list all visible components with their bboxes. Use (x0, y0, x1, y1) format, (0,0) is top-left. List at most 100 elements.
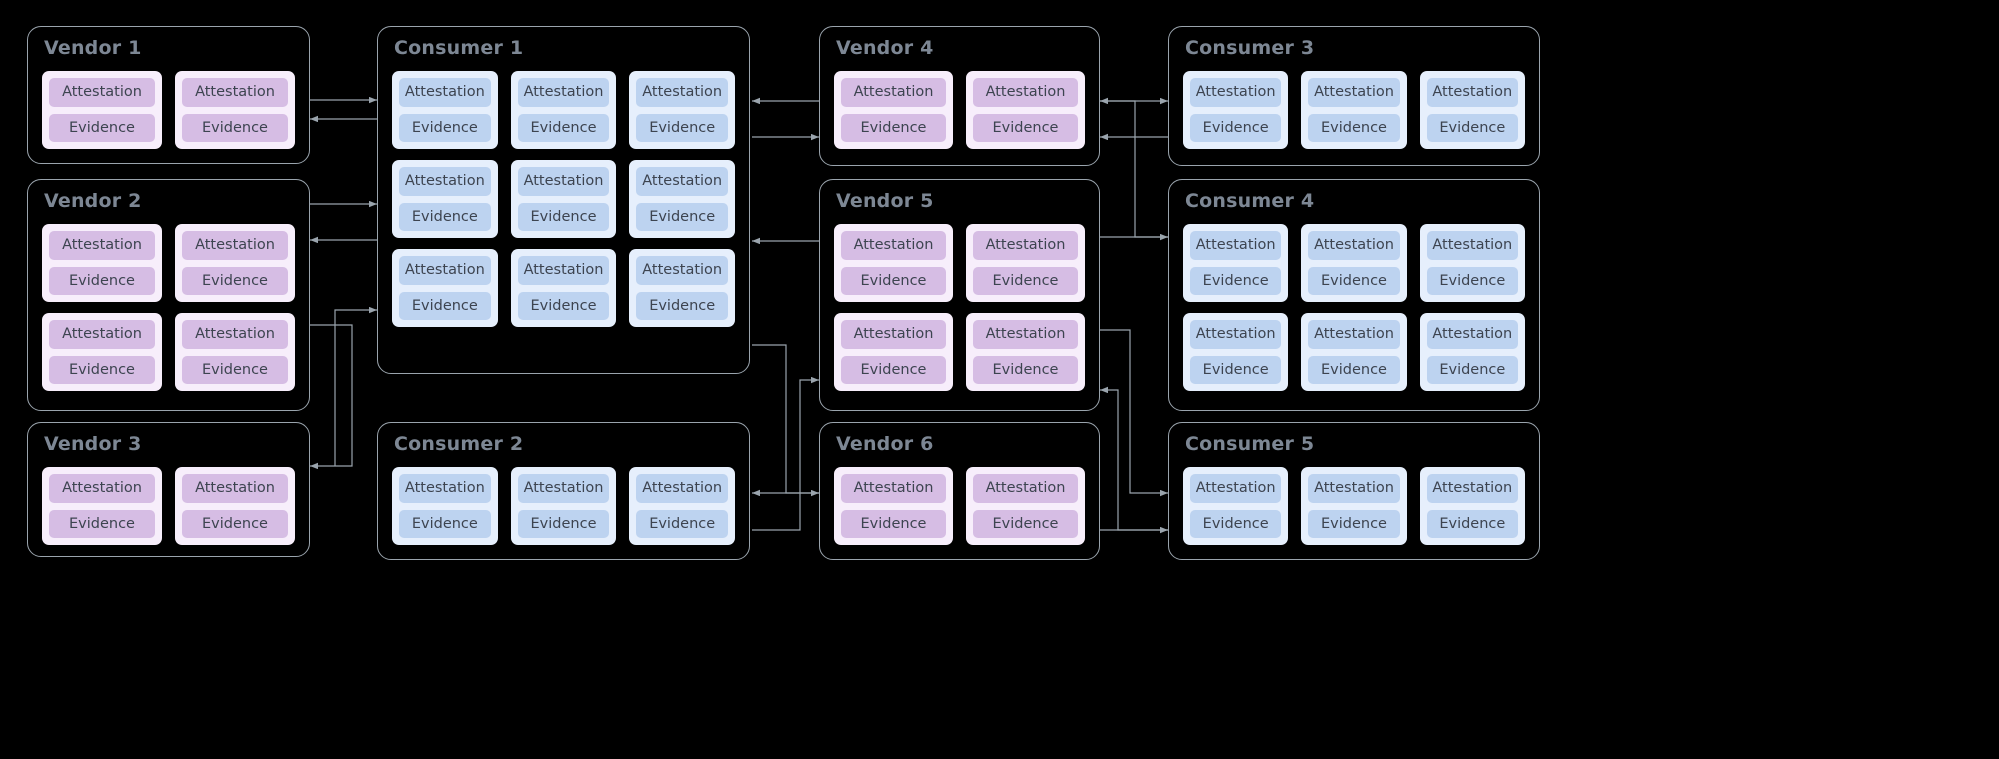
attestation-chip[interactable]: Attestation (636, 167, 729, 196)
attestation-chip[interactable]: Attestation (399, 78, 491, 107)
evidence-chip[interactable]: Evidence (182, 266, 288, 295)
attestation-chip[interactable]: Attestation (841, 474, 946, 503)
evidence-chip[interactable]: Evidence (1308, 266, 1400, 295)
evidence-chip[interactable]: Evidence (517, 202, 610, 231)
evidence-chip[interactable]: Evidence (1190, 355, 1282, 384)
evidence-chip[interactable]: Evidence (182, 113, 288, 142)
attestation-chip[interactable]: Attestation (1190, 320, 1282, 349)
evidence-chip[interactable]: Evidence (49, 355, 155, 384)
evidence-chip[interactable]: Evidence (973, 266, 1078, 295)
attestation-chip[interactable]: Attestation (973, 474, 1078, 503)
evidence-chip[interactable]: Evidence (1308, 113, 1400, 142)
evidence-chip[interactable]: Evidence (49, 113, 155, 142)
attestation-chip[interactable]: Attestation (973, 78, 1078, 107)
evidence-chip[interactable]: Evidence (49, 509, 155, 538)
attestation-chip[interactable]: Attestation (1426, 320, 1518, 349)
attestation-chip[interactable]: Attestation (636, 256, 729, 285)
attestation-chip[interactable]: Attestation (973, 231, 1078, 260)
attestation-chip[interactable]: Attestation (182, 474, 288, 503)
attestation-chip[interactable]: Attestation (636, 78, 729, 107)
attestation-chip[interactable]: Attestation (973, 320, 1078, 349)
evidence-chip[interactable]: Evidence (182, 355, 288, 384)
attestation-chip[interactable]: Attestation (517, 256, 610, 285)
attestation-chip[interactable]: Attestation (49, 320, 155, 349)
attestation-chip[interactable]: Attestation (841, 320, 946, 349)
attestation-chip[interactable]: Attestation (399, 167, 491, 196)
attestation-chip[interactable]: Attestation (1190, 231, 1282, 260)
evidence-chip[interactable]: Evidence (517, 113, 610, 142)
attestation-chip[interactable]: Attestation (517, 474, 610, 503)
evidence-chip[interactable]: Evidence (841, 509, 946, 538)
evidence-chip[interactable]: Evidence (973, 113, 1078, 142)
evidence-chip[interactable]: Evidence (973, 355, 1078, 384)
attestation-chip[interactable]: Attestation (1190, 78, 1282, 107)
evidence-chip[interactable]: Evidence (399, 509, 491, 538)
evidence-chip[interactable]: Evidence (517, 509, 610, 538)
evidence-chip[interactable]: Evidence (517, 291, 610, 320)
attestation-chip[interactable]: Attestation (1190, 474, 1282, 503)
attestation-chip[interactable]: Attestation (49, 474, 155, 503)
evidence-chip[interactable]: Evidence (973, 509, 1078, 538)
attestation-chip[interactable]: Attestation (49, 78, 155, 107)
evidence-chip[interactable]: Evidence (1308, 509, 1400, 538)
evidence-chip[interactable]: Evidence (49, 266, 155, 295)
evidence-chip[interactable]: Evidence (636, 113, 729, 142)
attestation-chip[interactable]: Attestation (1426, 474, 1518, 503)
evidence-chip[interactable]: Evidence (1426, 113, 1518, 142)
attestation-chip[interactable]: Attestation (182, 78, 288, 107)
attestation-chip[interactable]: Attestation (1308, 78, 1400, 107)
evidence-chip[interactable]: Evidence (636, 509, 729, 538)
attestation-chip[interactable]: Attestation (399, 256, 491, 285)
attestation-chip[interactable]: Attestation (1308, 474, 1400, 503)
evidence-chip[interactable]: Evidence (1190, 509, 1282, 538)
evidence-chip[interactable]: Evidence (841, 113, 946, 142)
attestation-chip[interactable]: Attestation (1308, 231, 1400, 260)
evidence-chip[interactable]: Evidence (636, 202, 729, 231)
attestation-chip[interactable]: Attestation (841, 231, 946, 260)
attestation-chip[interactable]: Attestation (49, 231, 155, 260)
evidence-chip[interactable]: Evidence (399, 113, 491, 142)
evidence-chip[interactable]: Evidence (1426, 509, 1518, 538)
attestation-chip[interactable]: Attestation (1426, 78, 1518, 107)
attestation-chip[interactable]: Attestation (1308, 320, 1400, 349)
evidence-chip[interactable]: Evidence (399, 202, 491, 231)
attestation-chip[interactable]: Attestation (636, 474, 729, 503)
attestation-chip[interactable]: Attestation (182, 231, 288, 260)
attestation-chip[interactable]: Attestation (517, 78, 610, 107)
